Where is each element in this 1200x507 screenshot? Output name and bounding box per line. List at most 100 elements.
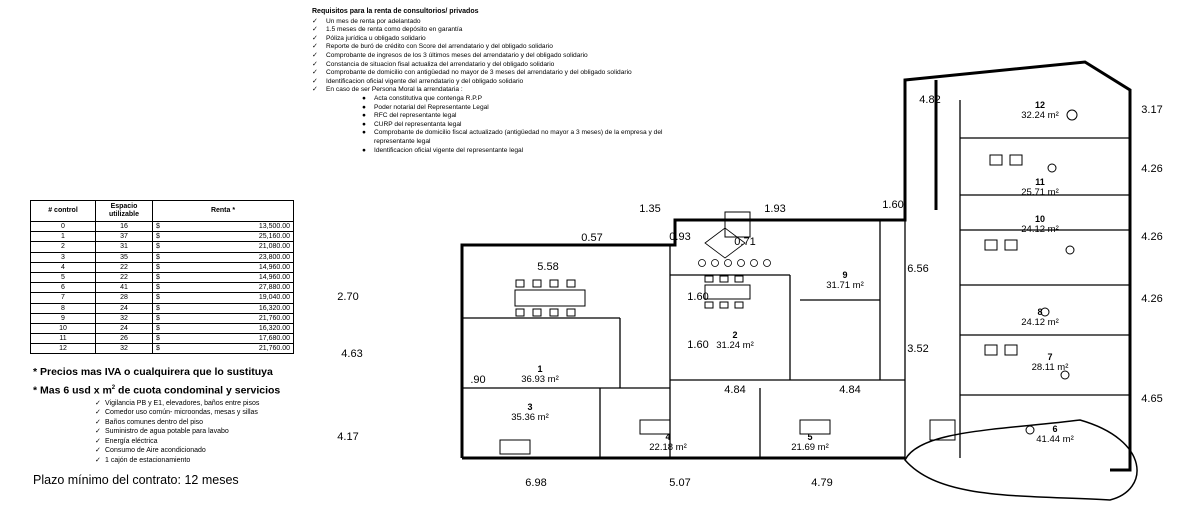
room-number-5: 5 — [807, 432, 812, 442]
notes-section: * Precios mas IVA o cualquirera que lo s… — [33, 364, 403, 466]
dimension-label: 6.98 — [525, 477, 546, 489]
check-icon: ✓ — [95, 428, 101, 436]
check-icon: ✓ — [312, 51, 318, 59]
requirements-list: ✓Un mes de renta por adelantado ✓1.5 mes… — [312, 18, 872, 95]
cell-control: 7 — [30, 292, 96, 304]
kitchen-circles — [698, 227, 771, 267]
cell-control: 2 — [30, 241, 96, 253]
cell-control: 8 — [30, 302, 96, 314]
cell-space: 24 — [95, 322, 153, 335]
cell-control: 9 — [30, 312, 96, 324]
cell-currency: $ — [152, 271, 167, 284]
requirements-title: Requisitos para la renta de consultorios… — [312, 8, 479, 15]
cell-currency: $ — [152, 292, 167, 304]
cell-rent: 25,160.00 — [167, 231, 294, 243]
room-area-6: 41.44 m² — [1036, 434, 1074, 445]
outer-walls — [460, 60, 1132, 472]
interior-walls — [462, 100, 1130, 458]
dimension-label: 4.84 — [724, 384, 745, 396]
room-number-6: 6 — [1052, 424, 1057, 434]
cell-rent: 19,040.00 — [167, 292, 294, 304]
cell-space: 32 — [95, 343, 153, 355]
cell-currency: $ — [152, 302, 167, 314]
dimension-label: 1.60 — [882, 199, 903, 211]
header-rent: Renta * — [152, 200, 294, 222]
cell-control: 12 — [30, 343, 96, 355]
room-area-7: 28.11 m² — [1032, 362, 1069, 373]
dimension-label: 1.35 — [639, 203, 660, 215]
check-icon: ✓ — [312, 69, 318, 77]
dimension-label: 4.82 — [919, 94, 940, 106]
cell-currency: $ — [152, 282, 167, 294]
dimension-label: 4.65 — [1141, 393, 1162, 405]
cell-currency: $ — [152, 343, 167, 355]
requirement-item: ✓Comprobante de ingresos de los 3 último… — [312, 51, 588, 59]
check-icon: ✓ — [312, 77, 318, 85]
check-icon: ✓ — [95, 447, 101, 455]
dimension-label: .90 — [470, 374, 485, 386]
room-area-11: 25.71 m² — [1021, 187, 1059, 198]
cell-control: 5 — [30, 271, 96, 284]
cell-rent: 14,960.00 — [167, 271, 294, 284]
room-area-2: 31.24 m² — [716, 340, 754, 351]
furniture — [499, 109, 1078, 455]
room-number-4: 4 — [665, 432, 670, 442]
cell-currency: $ — [152, 312, 167, 324]
bullet-icon: ● — [362, 112, 366, 120]
dimension-label: 4.26 — [1141, 231, 1162, 243]
cell-rent: 21,760.00 — [167, 343, 294, 355]
dimension-label: 3.52 — [907, 343, 928, 355]
fee-note: * Mas 6 usd x m2 de cuota condominal y s… — [33, 384, 281, 397]
cell-space: 32 — [95, 312, 153, 324]
room-number-12: 12 — [1035, 100, 1045, 110]
dimension-label: 1.60 — [687, 339, 708, 351]
cell-rent: 13,500.00 — [167, 220, 294, 233]
room-number-1: 1 — [537, 364, 542, 374]
moral-requirements-list: ●Acta constitutiva que contenga R.P.P ●P… — [362, 95, 872, 155]
cell-rent: 16,320.00 — [167, 302, 294, 314]
cell-control: 1 — [30, 231, 96, 243]
cell-currency: $ — [152, 251, 167, 263]
cell-control: 3 — [30, 251, 96, 263]
cell-control: 6 — [30, 282, 96, 294]
dimension-label: 5.07 — [669, 477, 690, 489]
room-area-3: 35.36 m² — [511, 412, 549, 423]
room-number-9: 9 — [842, 270, 847, 280]
bullet-icon: ● — [362, 120, 366, 128]
room-number-2: 2 — [732, 330, 737, 340]
dimension-label: 4.79 — [811, 477, 832, 489]
check-icon: ✓ — [95, 399, 101, 407]
moral-requirement-item: ●CURP del representanta legal — [362, 120, 462, 128]
room-number-8: 8 — [1037, 307, 1042, 317]
cell-rent: 23,800.00 — [167, 251, 294, 263]
requirements-section: Requisitos para la renta de consultorios… — [312, 8, 872, 155]
dimension-label: 1.93 — [764, 203, 785, 215]
dimension-label: 4.26 — [1141, 293, 1162, 305]
service-item: ✓Consumo de Aire acondicionado — [95, 447, 206, 455]
cell-space: 26 — [95, 333, 153, 345]
curved-balcony — [904, 419, 1138, 501]
moral-requirement-item: ●RFC del representante legal — [362, 112, 457, 120]
dimension-label: 5.58 — [537, 261, 558, 273]
room-area-4: 22.18 m² — [649, 442, 687, 453]
room-area-12: 32.24 m² — [1021, 110, 1059, 121]
room-number-7: 7 — [1047, 352, 1052, 362]
cell-rent: 27,880.00 — [167, 282, 294, 294]
dimension-label: 4.17 — [337, 431, 358, 443]
cell-rent: 16,320.00 — [167, 322, 294, 335]
cell-space: 31 — [95, 241, 153, 253]
cell-control: 4 — [30, 261, 96, 273]
room-area-10: 24.12 m² — [1021, 224, 1059, 235]
requirement-item: ✓Identificacion oficial vigente del arre… — [312, 77, 524, 85]
